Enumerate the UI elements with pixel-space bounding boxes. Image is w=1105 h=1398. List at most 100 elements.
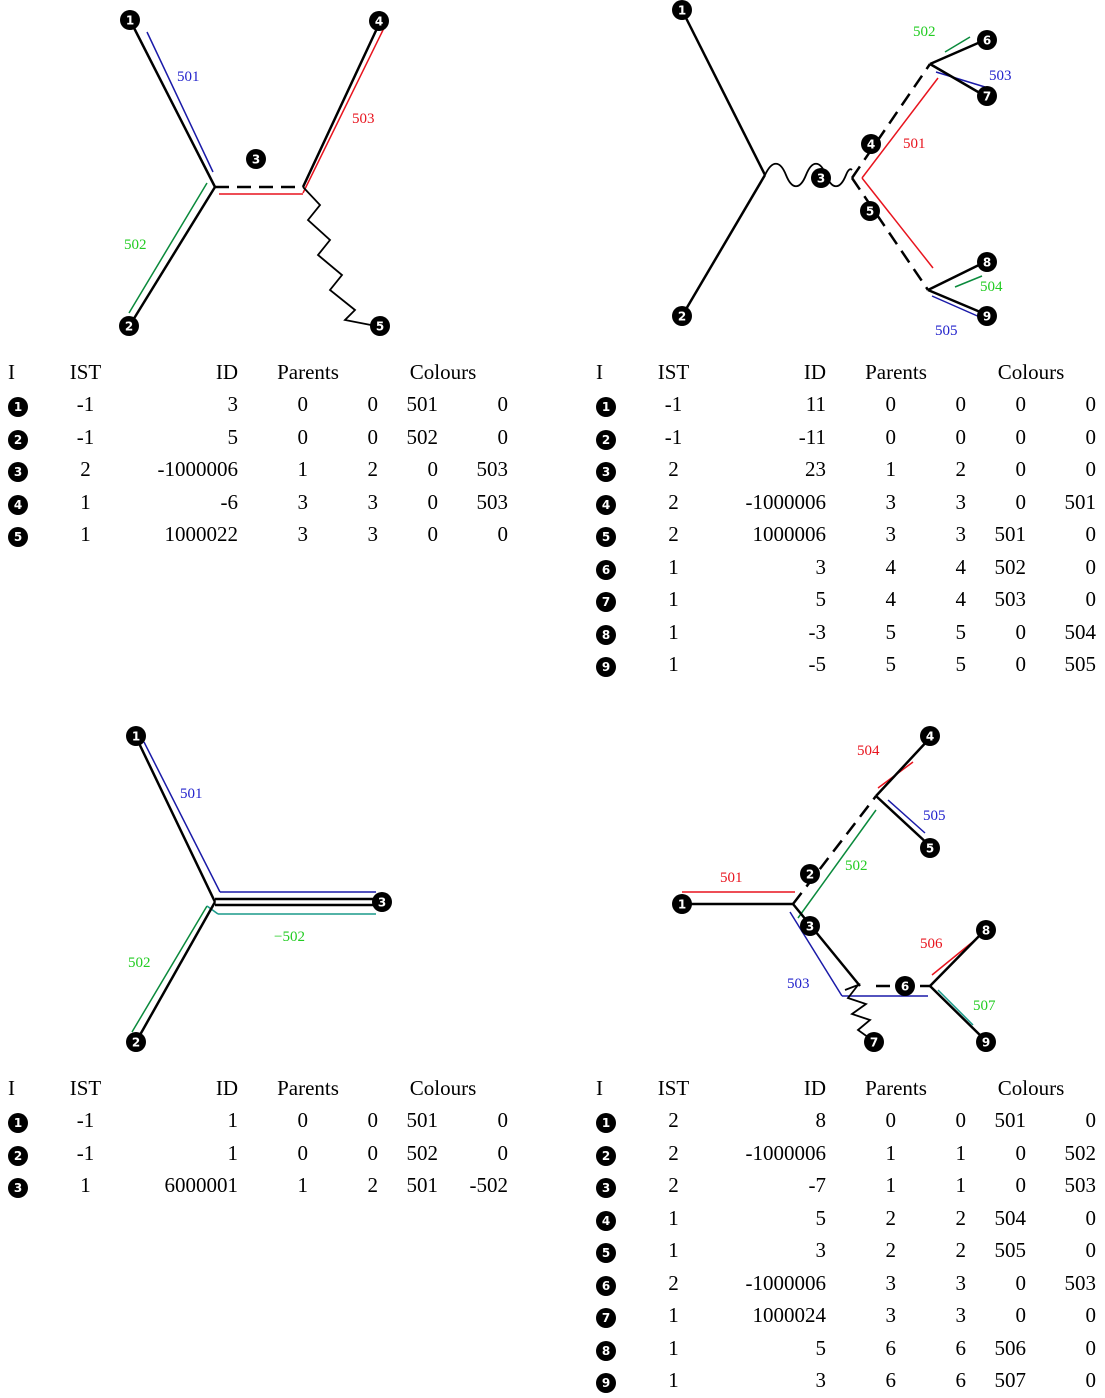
colour-label: 501 — [720, 870, 743, 886]
cell-id: 1000006 — [752, 522, 827, 547]
header-i: I — [596, 1075, 603, 1100]
cell-colour-1: 0 — [1015, 457, 1027, 482]
cell-colour-1: 502 — [994, 554, 1027, 579]
cell-ist: 1 — [80, 1173, 91, 1198]
cell-colour-1: 501 — [994, 522, 1027, 547]
cell-parent-2: 0 — [367, 424, 379, 449]
svg-text:1: 1 — [126, 14, 134, 28]
node: 1 — [126, 726, 146, 746]
svg-text:6: 6 — [901, 980, 909, 994]
line-9 — [929, 985, 986, 1041]
cell-id: -11 — [798, 424, 826, 449]
cell-id: 3 — [815, 554, 827, 579]
cell-id: 5 — [227, 424, 239, 449]
cell-parent-2: 2 — [367, 457, 379, 482]
colour-line-502 — [128, 182, 208, 314]
node: 1 — [672, 894, 692, 914]
cell-ist: 2 — [668, 1108, 679, 1133]
line-1 — [680, 9, 767, 176]
cell-colour-2: 503 — [476, 489, 509, 514]
line-5-dashed — [850, 177, 930, 291]
node-index-badge: 7 — [596, 1308, 616, 1329]
colour-line-505 — [887, 799, 926, 834]
header-colours: Colours — [997, 359, 1065, 384]
header-ist: IST — [69, 359, 102, 384]
cell-colour-1: 0 — [427, 522, 439, 547]
colour-line-501 — [143, 741, 221, 893]
cell-colour-2: 0 — [1085, 1108, 1097, 1133]
cell-colour-1: 0 — [1015, 392, 1027, 417]
svg-text:3: 3 — [252, 153, 260, 167]
colour-line-502 — [944, 36, 971, 53]
colour-label: 501 — [177, 69, 200, 85]
cell-id: 3 — [815, 1238, 827, 1263]
node: 9 — [976, 1032, 996, 1052]
header-i: I — [596, 359, 603, 384]
cell-colour-2: 502 — [1064, 1140, 1097, 1165]
cell-parent-1: 1 — [297, 1173, 309, 1198]
node-index-badge: 4 — [596, 1210, 616, 1231]
svg-text:3: 3 — [378, 896, 386, 910]
node: 2 — [119, 316, 139, 336]
row-index: 8 — [596, 1332, 646, 1365]
cell-parent-1: 6 — [885, 1335, 897, 1360]
colour-label: 503 — [787, 976, 810, 992]
line-2 — [680, 174, 767, 317]
cell-parent-1: 3 — [885, 522, 897, 547]
colour-line-503 — [935, 71, 986, 88]
svg-text:2: 2 — [125, 320, 133, 334]
cell-colour-1: 506 — [994, 1335, 1027, 1360]
cell-id: 23 — [805, 457, 826, 482]
svg-text:7: 7 — [870, 1036, 878, 1050]
line-6 — [929, 38, 986, 66]
row-index: 7 — [596, 584, 646, 617]
header-parents: Parents — [865, 1075, 927, 1100]
colour-label: 502 — [128, 955, 151, 971]
wavy-line-3 — [764, 162, 853, 188]
cell-parent-2: 3 — [955, 522, 967, 547]
cell-id: 1 — [227, 1108, 239, 1133]
svg-text:2: 2 — [132, 1036, 140, 1050]
node: 6 — [977, 30, 997, 50]
line-4 — [301, 21, 382, 188]
colour-label: 505 — [923, 808, 946, 824]
cell-colour-2: 0 — [497, 392, 509, 417]
node-index-badge: 3 — [8, 462, 28, 483]
colour-line-507 — [937, 989, 974, 1026]
svg-text:7: 7 — [983, 90, 991, 104]
cell-parent-1: 0 — [297, 424, 309, 449]
cell-id: 1000022 — [164, 522, 239, 547]
node-index-badge: 3 — [8, 1178, 28, 1199]
colour-line-501 — [861, 77, 939, 179]
cell-ist: 1 — [668, 652, 679, 677]
header-i: I — [8, 359, 15, 384]
header-id: ID — [215, 1075, 238, 1100]
line-9 — [927, 288, 986, 316]
cell-parent-2: 3 — [367, 522, 379, 547]
wavy-line-5 — [302, 186, 377, 327]
node-index-badge: 1 — [8, 1113, 28, 1134]
cell-id: -1000006 — [745, 489, 827, 514]
node-index-badge: 8 — [596, 1340, 616, 1361]
colour-label: −502 — [274, 929, 305, 945]
node-index-badge: 2 — [596, 1145, 616, 1166]
node-index-badge: 6 — [596, 1275, 616, 1296]
cell-colour-2: 501 — [1064, 489, 1097, 514]
row-index: 4 — [596, 486, 646, 519]
header-colours: Colours — [409, 359, 477, 384]
svg-text:5: 5 — [866, 205, 874, 219]
node: 2 — [126, 1032, 146, 1052]
row-index: 9 — [596, 649, 646, 682]
svg-text:4: 4 — [867, 138, 875, 152]
cell-colour-1: 0 — [1015, 619, 1027, 644]
